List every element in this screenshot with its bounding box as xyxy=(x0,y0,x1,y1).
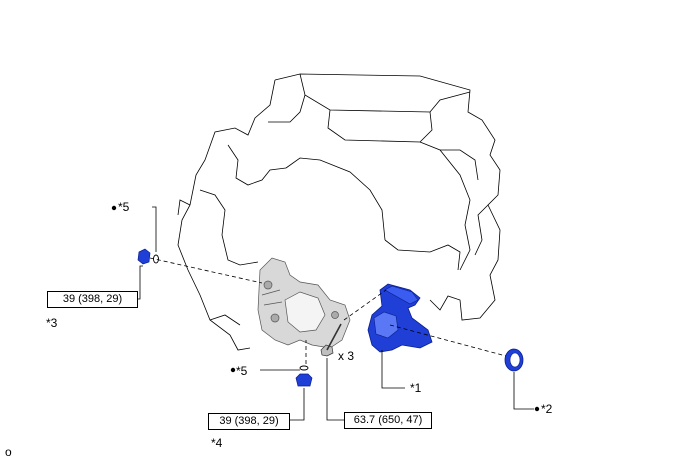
torque-box-bottom: 39 (398, 29) xyxy=(208,413,290,430)
part-4-plug-bottom xyxy=(295,373,313,387)
part-1-blue-component xyxy=(367,283,433,353)
engine-outline xyxy=(177,73,501,351)
bolt-icon xyxy=(320,323,342,357)
part-5-o-ring-left xyxy=(153,254,159,264)
callout-5-bottom: *5 xyxy=(236,364,248,378)
corner-mark: o xyxy=(5,445,12,459)
leader-lines xyxy=(138,206,534,421)
bullet-dot xyxy=(534,406,540,412)
bullet-dot xyxy=(230,367,236,373)
torque-box-left: 39 (398, 29) xyxy=(47,291,138,308)
callout-5-top: *5 xyxy=(118,200,130,214)
callout-2: *2 xyxy=(541,402,553,416)
part-3-plug-left xyxy=(137,248,151,265)
callout-1: *1 xyxy=(410,381,422,395)
torque-box-bolt: 63.7 (650, 47) xyxy=(344,412,432,429)
callout-4: *4 xyxy=(211,436,223,450)
part-5-o-ring-bottom xyxy=(299,365,309,371)
bullet-dot xyxy=(111,205,117,211)
assembly-lines xyxy=(149,257,507,364)
engine-mount-bracket xyxy=(257,257,351,349)
callout-3: *3 xyxy=(46,316,58,330)
bolt-quantity: x 3 xyxy=(338,349,355,363)
part-2-seal-ring xyxy=(504,348,524,372)
